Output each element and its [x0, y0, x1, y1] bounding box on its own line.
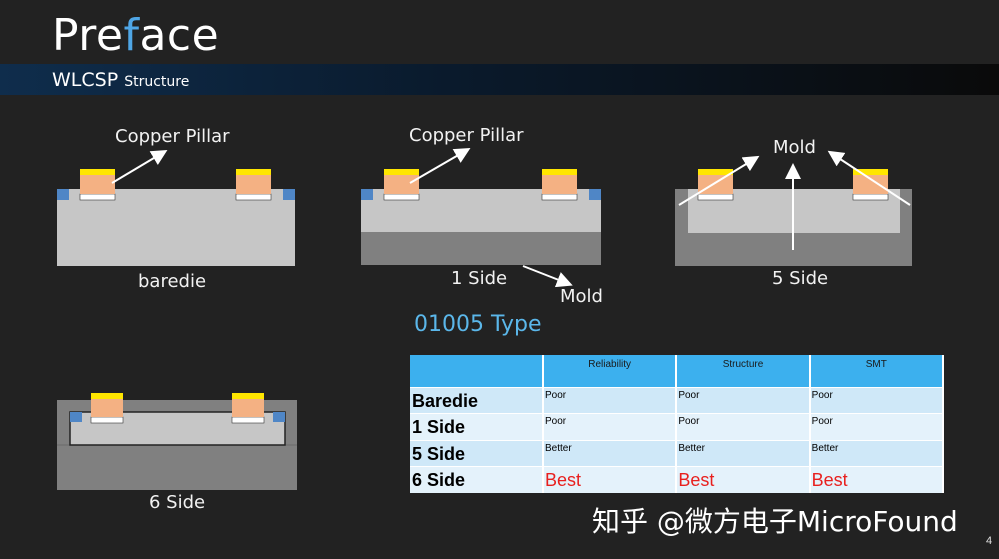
table-title: 01005 Type — [414, 312, 542, 337]
table-cell: Poor — [543, 386, 678, 414]
table-cell: Better — [543, 439, 678, 467]
row-name: 6 Side — [410, 466, 544, 493]
six-side-caption: 6 Side — [149, 492, 206, 513]
page-number: 4 — [986, 535, 993, 547]
one-side-mold-label: Mold — [560, 286, 603, 307]
table-cell: Poor — [809, 413, 945, 440]
comparison-table: Reliability Structure SMT Baredie Poor P… — [410, 355, 945, 493]
row-name: 1 Side — [410, 413, 544, 440]
table-cell: Poor — [543, 413, 678, 440]
baredie-copper-pillar-label: Copper Pillar — [115, 126, 230, 147]
subtitle-main: WLCSP — [52, 69, 125, 91]
table-row: Baredie Poor Poor Poor — [410, 386, 945, 414]
subtitle-bar — [0, 64, 999, 95]
table-row: 1 Side Poor Poor Poor — [410, 413, 945, 440]
title-part-prefix: Pre — [52, 10, 124, 61]
table-cell: Better — [676, 439, 811, 467]
table-cell-best: Best — [676, 466, 811, 493]
page-title: Preface — [52, 10, 219, 61]
baredie-caption: baredie — [138, 271, 207, 292]
five-side-diagram — [675, 150, 912, 266]
table-cell: Poor — [809, 386, 945, 414]
table-cell: Poor — [676, 386, 811, 414]
header-cell: Reliability — [543, 355, 678, 387]
six-side-diagram — [57, 393, 297, 490]
one-side-diagram — [361, 147, 601, 288]
one-side-caption: 1 Side — [451, 268, 508, 289]
row-name: 5 Side — [410, 439, 544, 467]
header-cell: Structure — [676, 355, 811, 387]
table-cell: Better — [809, 439, 945, 467]
table-row: 5 Side Better Better Better — [410, 439, 945, 467]
table-header-row: Reliability Structure SMT — [410, 355, 945, 387]
table-row: 6 Side Best Best Best — [410, 466, 945, 493]
watermark: 知乎 @微方电子MicroFound — [592, 505, 958, 538]
table-cell-best: Best — [809, 466, 945, 493]
table-cell-best: Best — [543, 466, 678, 493]
subtitle-small: Structure — [124, 74, 190, 90]
header-cell — [410, 355, 544, 387]
one-side-copper-pillar-label: Copper Pillar — [409, 125, 524, 146]
header-cell: SMT — [809, 355, 945, 387]
subtitle: WLCSP Structure — [52, 69, 189, 91]
title-part-highlight: f — [123, 10, 140, 61]
five-side-caption: 5 Side — [772, 268, 829, 289]
baredie-diagram — [57, 149, 295, 266]
row-name: Baredie — [410, 386, 544, 414]
five-side-mold-label: Mold — [773, 137, 816, 158]
table-cell: Poor — [676, 413, 811, 440]
title-part-suffix: ace — [139, 10, 220, 61]
